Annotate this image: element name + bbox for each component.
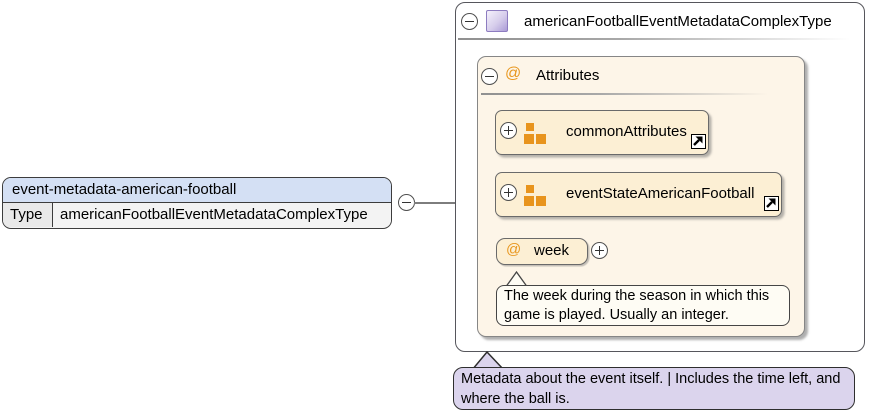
at-icon: @ xyxy=(505,65,522,82)
element-node[interactable]: event-metadata-american-football Type am… xyxy=(2,177,392,229)
collapse-toggle-icon[interactable] xyxy=(398,194,415,211)
expand-toggle-icon[interactable] xyxy=(500,122,517,139)
attribute-group-icon xyxy=(524,121,546,145)
element-name: event-metadata-american-football xyxy=(3,178,391,203)
attribute-group-event-state[interactable]: eventStateAmericanFootball xyxy=(495,172,782,217)
type-label: Type xyxy=(3,203,53,227)
type-value: americanFootballEventMetadataComplexType xyxy=(53,203,391,227)
attribute-group-common-attributes[interactable]: commonAttributes xyxy=(495,110,709,155)
complex-type-title: americanFootballEventMetadataComplexType xyxy=(524,13,832,30)
attributes-separator xyxy=(481,93,777,95)
attribute-label: week xyxy=(534,242,570,259)
header-separator xyxy=(458,38,862,40)
attribute-group-icon xyxy=(524,183,546,207)
attributes-label: Attributes xyxy=(536,67,600,84)
goto-definition-icon[interactable] xyxy=(764,196,779,211)
attribute-week[interactable]: @ week xyxy=(496,238,588,265)
collapse-toggle-icon[interactable] xyxy=(481,68,498,85)
collapse-toggle-icon[interactable] xyxy=(461,13,478,30)
complex-type-icon xyxy=(486,10,508,32)
attribute-group-label: eventStateAmericanFootball xyxy=(566,185,755,202)
week-doc-callout: The week during the season in which this… xyxy=(496,285,790,326)
expand-toggle-icon[interactable] xyxy=(500,184,517,201)
at-icon: @ xyxy=(506,241,522,258)
attribute-group-label: commonAttributes xyxy=(566,123,687,140)
expand-toggle-icon[interactable] xyxy=(591,242,608,259)
callout-pointer xyxy=(505,271,529,288)
callout-pointer xyxy=(472,351,505,370)
connector-line xyxy=(414,202,478,204)
goto-definition-icon[interactable] xyxy=(691,134,706,149)
element-type-row: Type americanFootballEventMetadataComple… xyxy=(3,203,391,227)
element-doc-callout: Metadata about the event itself. | Inclu… xyxy=(453,367,855,410)
